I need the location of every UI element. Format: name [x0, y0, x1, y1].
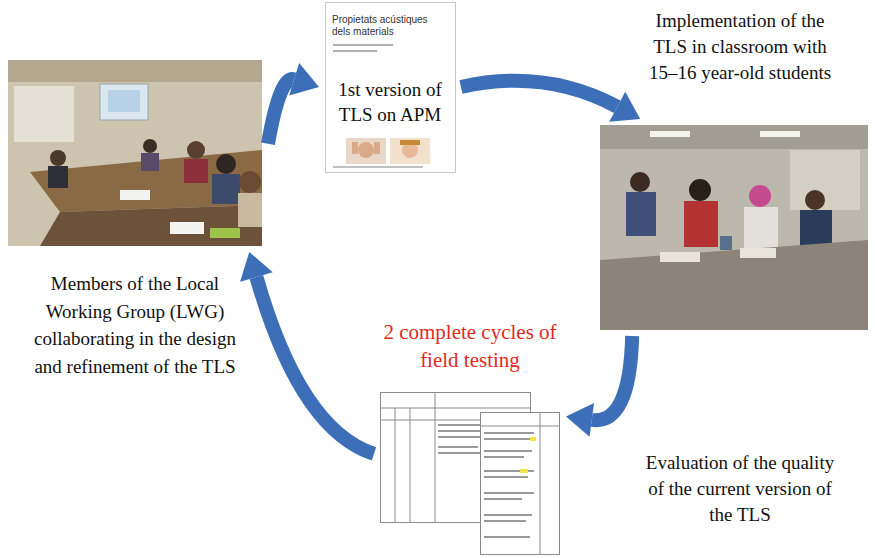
cycle-label: 2 complete cycles of field testing: [370, 318, 570, 375]
light: [760, 131, 800, 137]
student-head: [630, 172, 650, 192]
light: [650, 131, 690, 137]
highlight: [520, 469, 528, 473]
table-rule: [435, 392, 436, 522]
papers: [170, 222, 204, 234]
page: [326, 3, 456, 173]
text-line: [333, 44, 393, 46]
ceiling: [8, 60, 262, 82]
person-head: [50, 150, 66, 166]
person-body: [238, 193, 262, 227]
text-line: [333, 166, 423, 168]
person-body: [141, 153, 159, 171]
person-head: [187, 141, 205, 159]
arrow-head: [240, 252, 273, 282]
student-head: [805, 190, 825, 210]
arrow-head: [566, 403, 594, 437]
worksheet: [740, 248, 776, 258]
evaluation-document-node: Evaluation of the quality of the current…: [380, 392, 560, 555]
document-thumbnail: [326, 3, 456, 173]
cycle-arrow: [461, 81, 640, 122]
text-line: [333, 50, 377, 52]
text-line: [438, 452, 484, 454]
student-body: [626, 192, 656, 236]
hand: [352, 142, 358, 154]
text-line: [484, 498, 522, 500]
hair: [400, 140, 420, 145]
equipment: [720, 236, 732, 250]
text-line: [484, 476, 528, 478]
student-body: [684, 201, 718, 247]
ceiling: [600, 125, 868, 149]
worksheet: [660, 252, 700, 262]
caption: Members of the Local Working Group (LWG)…: [20, 270, 250, 380]
text-line: [484, 536, 530, 538]
face: [358, 142, 374, 158]
table-rule: [540, 413, 541, 555]
evaluation-document: [381, 392, 560, 555]
hand: [374, 142, 380, 154]
cycle-arrow: [268, 63, 319, 144]
page: [481, 413, 560, 555]
text-line: [484, 432, 534, 434]
papers: [120, 190, 150, 200]
text-line: [484, 456, 524, 458]
table: [30, 150, 262, 212]
person-body: [48, 166, 68, 188]
student-head: [749, 185, 771, 207]
table-rule: [481, 426, 560, 427]
table-rule: [410, 408, 411, 522]
classroom-photo-node: Implementation of the TLS in classroom w…: [600, 125, 868, 330]
caption: Evaluation of the quality of the current…: [640, 450, 840, 529]
caption: Implementation of the TLS in classroom w…: [640, 8, 840, 87]
text-line: [484, 450, 532, 452]
photo-child: [346, 138, 386, 164]
text-line: [438, 446, 478, 448]
arrow-shaft: [592, 336, 632, 420]
text-line: [484, 492, 534, 494]
highlight: [530, 437, 536, 441]
projected-slide: [108, 90, 140, 112]
meeting-photo: [8, 60, 262, 246]
table-rule: [381, 408, 531, 409]
green-book: [210, 228, 240, 238]
text-line: [484, 438, 530, 440]
meeting-photo-node: Members of the Local Working Group (LWG)…: [8, 60, 262, 246]
text-line: [438, 436, 486, 438]
document-node: 1st version of TLS on APM Propietats acús…: [325, 2, 455, 172]
photo-girl: [390, 138, 430, 164]
cycle-arrow: [240, 252, 374, 454]
arrow-shaft: [461, 81, 617, 107]
cycle-arrow: [566, 336, 632, 437]
cabinet: [790, 150, 860, 210]
arrow-head: [289, 63, 319, 95]
text-line: [484, 514, 532, 516]
student-body: [744, 207, 778, 249]
document-title: Propietats acústiques dels materials: [332, 14, 448, 38]
text-line: [438, 430, 482, 432]
person-body: [212, 174, 240, 204]
window: [14, 86, 74, 142]
table-rule: [395, 408, 396, 522]
text-line: [484, 470, 534, 472]
projection-screen: [100, 84, 148, 120]
arrow-head: [609, 92, 640, 122]
table-front: [40, 205, 262, 246]
person-head: [239, 171, 261, 193]
arrow-shaft: [268, 79, 294, 144]
text-line: [484, 520, 526, 522]
lab-bench: [600, 240, 868, 330]
person-head: [143, 139, 157, 153]
wall: [8, 60, 262, 246]
person-head: [216, 154, 236, 174]
caption: 1st version of TLS on APM: [330, 78, 450, 127]
student-head: [689, 179, 711, 201]
wall: [600, 125, 868, 330]
arrow-shaft: [256, 277, 374, 454]
classroom-photo: [600, 125, 868, 330]
person-body: [184, 159, 208, 183]
